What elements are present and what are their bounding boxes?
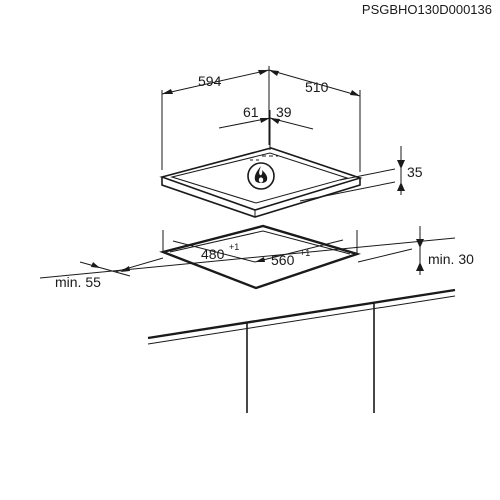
arrow [91,262,100,268]
worktop-drawing: 480 +1 560 +1 min. 55 min. 30 [39,224,474,413]
dim-width-label: 594 [198,73,222,89]
dim-depth-label: 510 [305,79,329,95]
arrow [270,118,280,124]
dim-480-label: 480 [201,246,225,262]
dim-480-tolerance: +1 [229,242,239,252]
dim-line-480 [172,240,256,263]
worktop-back-edge [39,237,456,279]
hob-recess [170,152,349,204]
cutout-inner-edge [169,230,351,255]
arrow [120,266,130,272]
dim-line-width [161,69,270,95]
dim-line-560 [254,239,344,263]
dim-61-label: 61 [243,104,259,120]
dim-39-label: 39 [276,104,292,120]
min30-ext-top [357,248,413,263]
arrow [416,262,424,271]
gas-flame-icon [247,162,275,190]
height-ext-top [339,168,396,181]
height-ext-bottom [299,181,396,202]
arrow [260,118,270,123]
worktop-front-edge-2 [147,295,456,345]
dim-line-min55-b [114,257,164,273]
dim-height-label: 35 [407,164,423,180]
hob-drawing: 594 510 61 39 35 [159,66,423,218]
arrow [269,70,279,76]
arrow [350,90,360,96]
arrow [416,239,424,248]
dim-min30-label: min. 30 [428,251,474,267]
dim-line-depth [268,69,361,97]
doc-code: PSGBHO130D000136 [362,2,492,17]
arrow [397,182,405,191]
arrow [162,89,173,94]
dim-line-min55 [79,261,131,277]
worktop-front-edge [147,288,456,340]
arrow [255,257,265,262]
arrow [258,70,269,75]
dim-min55-label: min. 55 [55,274,101,290]
dim-560-tolerance: +1 [300,248,310,258]
arrow [397,160,405,169]
dim-560-label: 560 [271,252,295,268]
